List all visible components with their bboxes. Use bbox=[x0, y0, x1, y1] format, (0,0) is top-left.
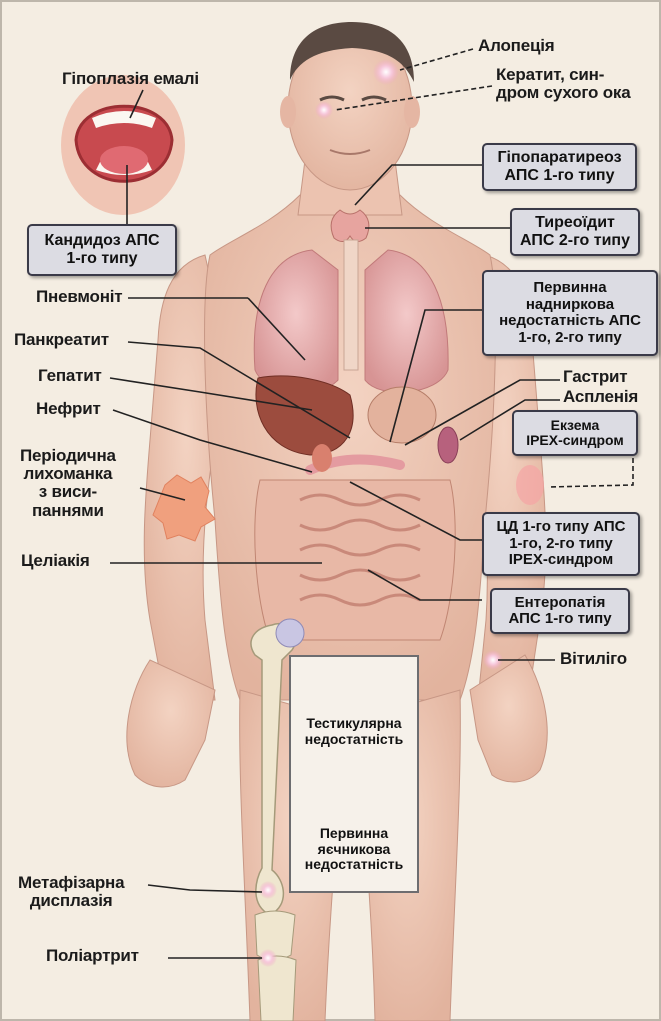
label-celiac: Целіакія bbox=[21, 552, 90, 570]
box-diabetes: ЦД 1-го типу АПС 1-го, 2-го типу IPEX-си… bbox=[482, 512, 640, 576]
label-periodic-fever: Періодична лихоманка з виси- паннями bbox=[20, 447, 116, 520]
box-enteropathy: Ентеропатія АПС 1-го типу bbox=[490, 588, 630, 634]
mouth-illustration bbox=[61, 75, 185, 215]
label-nephritis: Нефрит bbox=[36, 400, 101, 418]
label-asplenia: Аспленія bbox=[563, 388, 638, 406]
label-enamel-hypoplasia: Гіпоплазія емалі bbox=[62, 70, 199, 88]
box-candidiasis: Кандидоз АПС 1-го типу bbox=[27, 224, 177, 276]
label-ovarian-insufficiency: Первинна яєчникова недостатність bbox=[289, 826, 419, 873]
label-pneumonitis: Пневмоніт bbox=[36, 288, 122, 306]
label-vitiligo: Вітиліго bbox=[560, 650, 627, 668]
label-hepatitis: Гепатит bbox=[38, 367, 102, 385]
box-adrenal-insufficiency: Первинна надниркова недостатність АПС 1-… bbox=[482, 270, 658, 356]
box-hypoparathyroidism: Гіпопаратиреоз АПС 1-го типу bbox=[482, 143, 637, 191]
box-thyroiditis: Тиреоїдит АПС 2-го типу bbox=[510, 208, 640, 256]
label-alopecia: Алопеція bbox=[478, 37, 554, 55]
label-metaphyseal-dysplasia: Метафізарна дисплазія bbox=[18, 874, 124, 910]
label-polyarthritis: Поліартрит bbox=[46, 947, 139, 965]
label-testicular-insufficiency: Тестикулярна недостатність bbox=[289, 716, 419, 747]
box-eczema: Екзема IPEX-синдром bbox=[512, 410, 638, 456]
thyroid bbox=[331, 210, 369, 242]
label-pancreatitis: Панкреатит bbox=[14, 331, 109, 349]
label-gastritis: Гастрит bbox=[563, 368, 627, 386]
spleen bbox=[438, 427, 458, 463]
label-keratitis: Кератит, син- дром сухого ока bbox=[496, 66, 630, 102]
